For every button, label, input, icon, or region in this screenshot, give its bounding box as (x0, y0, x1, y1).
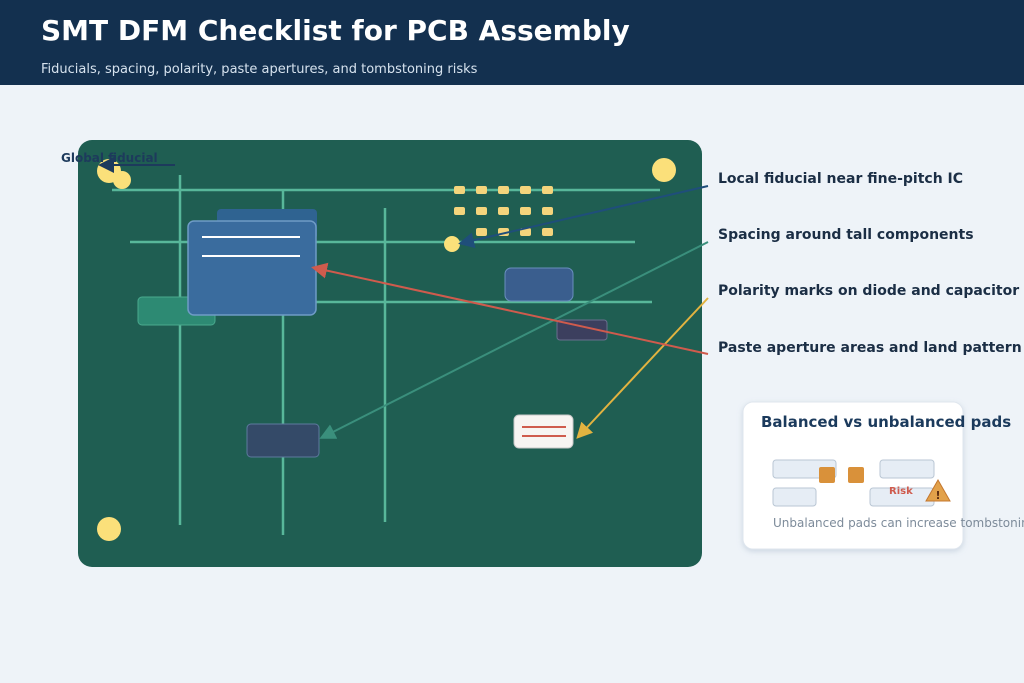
page-title: SMT DFM Checklist for PCB Assembly (41, 14, 630, 47)
pad-balance-note: Unbalanced pads can increase tombstoning (773, 516, 1024, 530)
callout-arrow-spacing (319, 241, 709, 439)
dark-component (556, 319, 608, 341)
header-bar: SMT DFM Checklist for PCB Assembly Fiduc… (0, 0, 1024, 85)
corner-fiducial-bottom-left (97, 517, 121, 541)
fine-pitch-pad-array (454, 186, 553, 236)
warning-icon: ! (925, 478, 951, 502)
callout-label-spacing: Spacing around tall components (718, 227, 974, 243)
unbalanced-pads-example (848, 459, 935, 507)
callout-label-paste: Paste aperture areas and land pattern re… (718, 340, 1024, 356)
page-subtitle: Fiducials, spacing, polarity, paste aper… (41, 62, 478, 77)
callout-label-polarity: Polarity marks on diode and capacitor (718, 283, 1019, 299)
spacing-component (246, 423, 320, 458)
svg-text:!: ! (935, 489, 940, 502)
local-fiducial (444, 236, 460, 252)
global-fiducial-label: Global fiducial (61, 151, 158, 165)
global-fiducial-ring (113, 171, 131, 189)
risk-label: Risk (889, 486, 913, 497)
large-ic (187, 220, 317, 316)
callout-arrow-paste (311, 262, 709, 355)
corner-fiducial-top-right (652, 158, 676, 182)
pad-balance-title: Balanced vs unbalanced pads (761, 413, 1011, 431)
callout-arrow-polarity (576, 297, 709, 439)
callout-arrow-local-fiducial (458, 185, 709, 249)
polarity-capacitor (513, 414, 574, 449)
balanced-pads-example (772, 459, 837, 507)
pcb-board (78, 140, 702, 567)
callout-label-local-fiducial: Local fiducial near fine-pitch IC (718, 171, 963, 187)
blue-component (504, 267, 574, 302)
